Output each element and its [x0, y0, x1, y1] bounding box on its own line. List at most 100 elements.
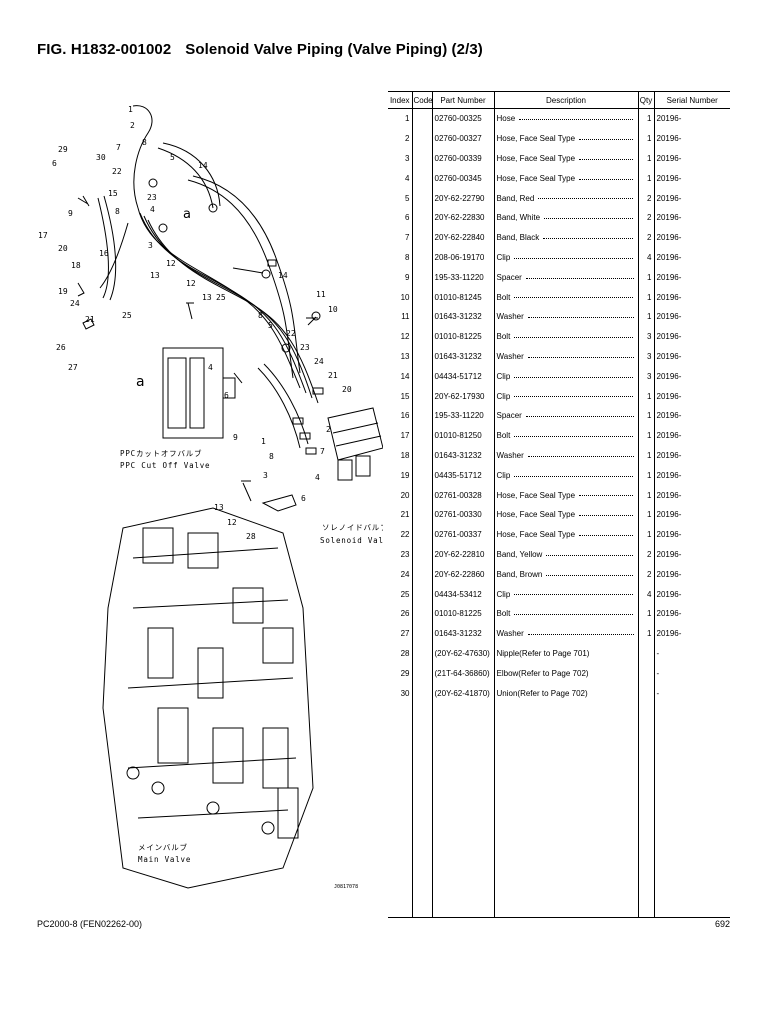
col-header-index: Index	[388, 91, 412, 109]
leader-dots	[527, 455, 634, 457]
leader-dots	[514, 613, 634, 616]
part-description: Washer	[493, 346, 638, 367]
part-index: 27	[400, 629, 410, 639]
svg-text:25: 25	[122, 311, 132, 320]
figure-code: FIG. H1832-001002	[37, 41, 172, 58]
part-description: Clip	[493, 465, 638, 486]
part-code	[411, 603, 432, 624]
label-solenoid-jp: ソレノイドバルブ	[322, 522, 383, 532]
part-serial: 20196-	[653, 128, 730, 149]
svg-text:1: 1	[128, 105, 133, 114]
label-main-valve-jp: メインバルブ	[138, 842, 188, 852]
part-qty: 2	[637, 188, 654, 208]
leader-dots	[514, 257, 634, 259]
svg-text:6: 6	[301, 494, 306, 503]
part-index: 25	[400, 589, 410, 599]
part-description: Spacer	[493, 267, 638, 288]
part-description: Washer	[493, 306, 638, 327]
part-description: Hose	[493, 108, 638, 129]
leader-dots	[527, 316, 634, 319]
part-serial: 20196-	[653, 425, 730, 446]
svg-text:25: 25	[216, 293, 226, 302]
label-ppc-cutoff-en: PPC Cut Off Valve	[120, 461, 210, 470]
part-description: Band, Black	[493, 227, 638, 248]
part-qty: 4	[637, 247, 654, 268]
part-number: 02761-00337	[431, 524, 494, 545]
part-qty: 1	[637, 425, 654, 446]
part-index: 15	[400, 391, 410, 401]
part-code	[411, 346, 432, 367]
part-serial: 20196-	[653, 148, 730, 169]
part-description: Washer	[493, 445, 638, 466]
part-description-text: Clip	[496, 371, 511, 381]
svg-text:1: 1	[261, 437, 266, 446]
part-number: 195-33-11220	[431, 405, 494, 426]
part-number: 02760-00325	[431, 108, 494, 129]
part-code	[411, 584, 432, 604]
part-description-text: Bolt	[496, 332, 511, 342]
leader-dots	[514, 376, 634, 378]
part-serial: 20196-	[653, 564, 730, 585]
part-qty: 1	[637, 603, 654, 624]
part-serial: 20196-	[653, 287, 730, 307]
part-index: 16	[400, 411, 410, 421]
svg-text:17: 17	[38, 231, 48, 240]
part-description-text: Bolt	[496, 431, 511, 441]
col-header-qty: Qty	[637, 91, 654, 109]
col-header-part-number: Part Number	[431, 91, 494, 109]
part-description: Bolt	[493, 425, 638, 446]
leader-dots	[514, 395, 634, 398]
part-code	[411, 287, 432, 307]
part-qty: 1	[637, 485, 654, 505]
parts-list-table: Index Code Part Number Description Qty S…	[388, 91, 730, 918]
part-index: 6	[405, 213, 410, 223]
svg-text:4: 4	[150, 205, 155, 214]
part-index: 4	[405, 173, 410, 183]
part-description-text: Band, Yellow	[496, 549, 543, 559]
svg-text:23: 23	[147, 193, 157, 202]
part-index: 30	[400, 688, 410, 698]
part-description: Hose, Face Seal Type	[493, 168, 638, 189]
svg-text:15: 15	[108, 189, 118, 198]
svg-text:14: 14	[198, 161, 208, 170]
leader-dots	[525, 277, 634, 279]
part-qty: 1	[637, 267, 654, 288]
leader-dots	[579, 494, 634, 497]
part-code	[411, 425, 432, 446]
svg-text:5: 5	[170, 153, 175, 162]
part-number: 20Y-62-22790	[431, 188, 494, 208]
svg-text:6: 6	[52, 159, 57, 168]
leader-dots	[519, 118, 634, 121]
svg-text:23: 23	[300, 343, 310, 352]
part-qty: 1	[637, 504, 654, 525]
callout-a-top: a	[183, 207, 191, 222]
part-description: Bolt	[493, 287, 638, 307]
part-code	[411, 168, 432, 189]
part-number: 01010-81225	[431, 326, 494, 347]
leader-dots	[525, 415, 634, 418]
part-number: (20Y-62-47630)	[431, 643, 494, 664]
part-description-text: Union(Refer to Page 702)	[496, 688, 588, 698]
leader-dots	[579, 514, 634, 517]
part-serial: -	[653, 683, 730, 703]
part-number: 04434-51712	[431, 366, 494, 387]
part-serial: 20196-	[653, 386, 730, 406]
part-number: 01010-81225	[431, 603, 494, 624]
part-qty: 3	[637, 326, 654, 347]
table-blank-area	[388, 702, 730, 918]
part-serial: 20196-	[653, 227, 730, 248]
svg-text:12: 12	[227, 518, 237, 527]
part-serial: 20196-	[653, 247, 730, 268]
part-code	[411, 227, 432, 248]
part-description-text: Elbow(Refer to Page 702)	[496, 668, 589, 678]
part-serial: 20196-	[653, 485, 730, 505]
part-code	[411, 544, 432, 565]
leader-dots	[579, 178, 634, 180]
part-qty: 1	[637, 148, 654, 169]
part-serial: 20196-	[653, 405, 730, 426]
part-serial: 20196-	[653, 267, 730, 288]
